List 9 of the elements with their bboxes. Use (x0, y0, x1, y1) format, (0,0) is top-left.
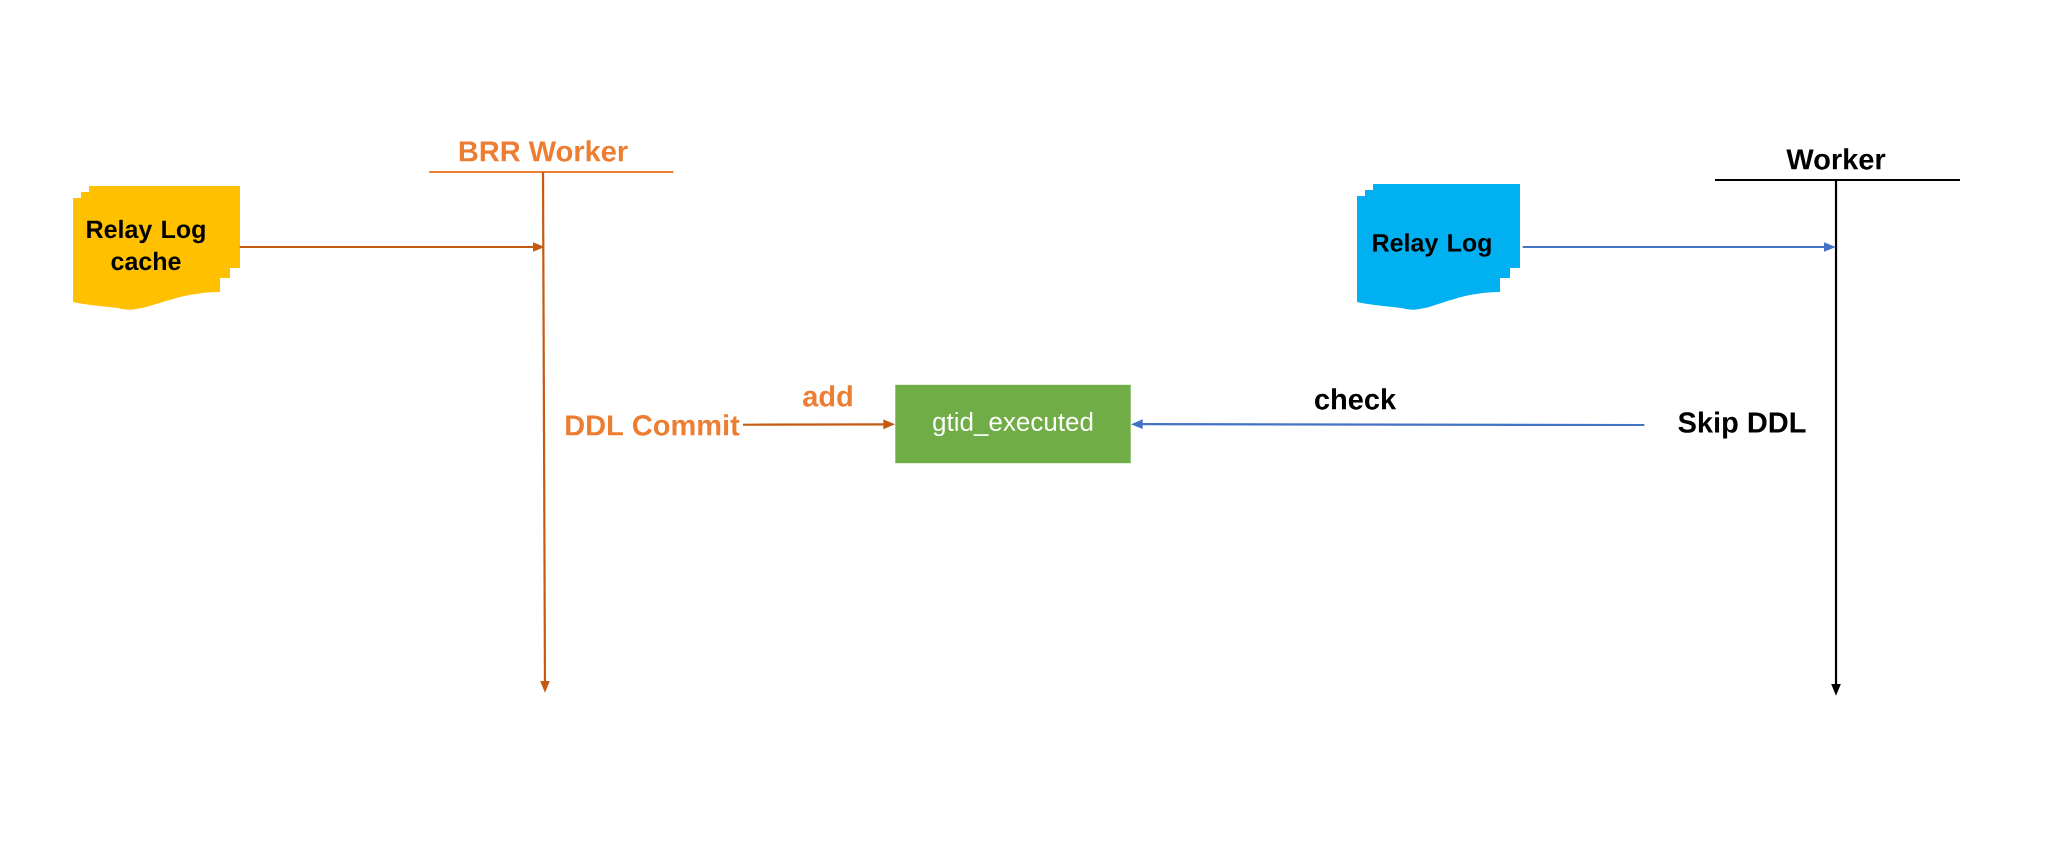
edge-label: add (800, 383, 856, 409)
document-stack: Relay Log (1357, 184, 1520, 310)
edge-label: check (1311, 386, 1399, 412)
document-stack: Relay Log cache (73, 186, 240, 310)
lifeline-header: BRR Worker (429, 140, 674, 174)
process-box: gtid_executed (895, 384, 1131, 464)
lifeline-header: Worker (1715, 148, 1960, 182)
step-label: DDL Commit (566, 414, 740, 436)
step-label: Skip DDL (1678, 411, 1806, 439)
